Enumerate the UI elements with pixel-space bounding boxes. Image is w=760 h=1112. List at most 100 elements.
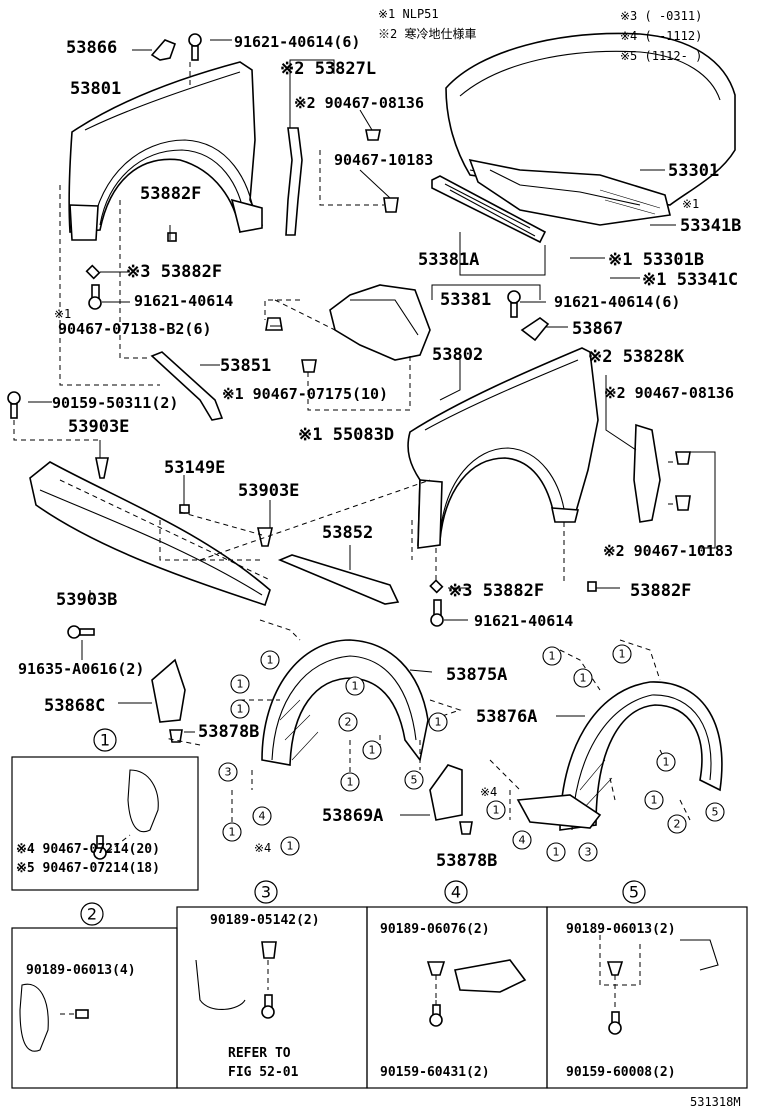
label-53341B: 53341B <box>680 216 741 236</box>
note-1: ※1 NLP51 <box>378 7 439 21</box>
bracket-53851[interactable] <box>150 351 224 421</box>
svg-text:1: 1 <box>549 650 556 663</box>
bolt-91621-left[interactable] <box>88 284 102 310</box>
part-labels: 53866 91621-40614(6) ※2 53827L 53801 ※2 … <box>16 33 741 1109</box>
detail-4-art <box>426 959 527 1027</box>
leader-lines <box>13 62 691 1010</box>
label-star1-left: ※1 <box>54 307 71 321</box>
clip-90467-07175[interactable] <box>301 359 317 373</box>
label-53852: 53852 <box>322 523 373 543</box>
label-90467-10183b: ※2 90467-10183 <box>603 542 733 560</box>
svg-text:3: 3 <box>585 846 592 859</box>
pad-53882F[interactable] <box>167 232 177 242</box>
label-53869A: 53869A <box>322 806 383 826</box>
bracket-53867[interactable] <box>520 317 550 342</box>
svg-text:1: 1 <box>237 703 244 716</box>
mudguard-53869A[interactable] <box>429 764 463 821</box>
note-5: ※5 (1112- ) <box>620 49 702 63</box>
label-90467-08136a: ※2 90467-08136 <box>294 94 424 112</box>
label-53341B-star: ※1 <box>682 197 699 211</box>
liner-53876A[interactable] <box>516 681 723 831</box>
label-53882F-c: ※3 53882F <box>448 581 544 601</box>
label-refer-1: REFER TO <box>228 1046 291 1061</box>
hood-53301[interactable] <box>445 32 736 226</box>
svg-text:1: 1 <box>435 716 442 729</box>
seal-53828K[interactable] <box>633 423 661 523</box>
detail-5-art <box>606 939 719 1035</box>
label-90467-10183a: 90467-10183 <box>334 151 433 169</box>
label-53341C: ※1 53341C <box>642 270 738 290</box>
label-53867: 53867 <box>572 319 623 339</box>
clip-90467-08136[interactable] <box>365 129 381 141</box>
label-star4-small: ※4 <box>480 785 497 799</box>
svg-text:1: 1 <box>229 826 236 839</box>
spoiler-53903B[interactable] <box>29 461 271 607</box>
svg-text:2: 2 <box>87 905 97 924</box>
label-53301: 53301 <box>668 161 719 181</box>
bolt-91635[interactable] <box>67 625 95 639</box>
label-53381A: 53381A <box>418 250 479 270</box>
pad-53149E[interactable] <box>179 504 190 514</box>
clip-90467-07138[interactable] <box>265 317 283 331</box>
svg-text:4: 4 <box>259 810 266 823</box>
clip-53878B-b[interactable] <box>459 821 473 835</box>
svg-text:5: 5 <box>712 806 719 819</box>
svg-text:2: 2 <box>674 818 681 831</box>
clip-53903E-a[interactable] <box>95 457 109 479</box>
clip-90467-10183[interactable] <box>383 197 399 213</box>
label-90467-07138: 90467-07138-B2(6) <box>58 320 212 338</box>
clip-08136-b[interactable] <box>675 451 691 465</box>
detail-3-art <box>195 941 277 1019</box>
bolt-90159-50311[interactable] <box>7 391 21 419</box>
clip-53878B-a[interactable] <box>169 729 183 743</box>
bolt-91621-right[interactable] <box>507 290 521 318</box>
pad-53882F-b[interactable] <box>85 264 101 280</box>
label-star4-b: ※4 <box>254 841 271 855</box>
detail-2-art <box>19 983 89 1052</box>
label-90189-06013-4: 90189-06013(4) <box>26 963 136 978</box>
svg-text:1: 1 <box>580 672 587 685</box>
svg-text:1: 1 <box>493 804 500 817</box>
label-90159-60431: 90159-60431(2) <box>380 1065 490 1080</box>
bracket-53852[interactable] <box>277 554 400 605</box>
label-53801: 53801 <box>70 79 121 99</box>
svg-text:1: 1 <box>287 840 294 853</box>
svg-text:1: 1 <box>352 680 359 693</box>
hood-support-53381[interactable] <box>431 175 547 244</box>
label-90467-07214-20: ※4 90467-07214(20) <box>16 842 160 857</box>
label-90467-08136b: ※2 90467-08136 <box>604 384 734 402</box>
label-91621-40614-b: 91621-40614 <box>134 292 233 310</box>
svg-text:3: 3 <box>225 766 232 779</box>
svg-text:1: 1 <box>663 756 670 769</box>
label-53875A: 53875A <box>446 665 507 685</box>
label-53827L: ※2 53827L <box>280 59 376 79</box>
bolt-91621-top[interactable] <box>188 33 202 61</box>
label-90159-60008: 90159-60008(2) <box>566 1065 676 1080</box>
note-2: ※2 寒冷地仕様車 <box>378 26 476 41</box>
fender-53802[interactable] <box>407 347 599 549</box>
svg-text:1: 1 <box>100 731 110 750</box>
figure-code: 531318M <box>690 1095 741 1109</box>
seal-53827L[interactable] <box>285 127 303 236</box>
liner-53875A[interactable] <box>261 639 429 766</box>
label-53149E: 53149E <box>164 458 225 478</box>
fender-53801[interactable] <box>68 61 264 241</box>
bracket-53866[interactable] <box>150 39 177 61</box>
label-90189-06076: 90189-06076(2) <box>380 922 490 937</box>
pad-53882F-c[interactable] <box>429 579 444 594</box>
label-53903B: 53903B <box>56 590 117 610</box>
label-90159-50311: 90159-50311(2) <box>52 394 178 412</box>
notes: ※1 NLP51 ※2 寒冷地仕様車 ※3 ( -0311) ※4 ( -111… <box>378 7 702 63</box>
cover-55083D[interactable] <box>329 284 431 361</box>
clip-10183-b[interactable] <box>675 495 691 511</box>
clip-53903E-b[interactable] <box>257 527 273 547</box>
pad-53882F-d[interactable] <box>587 581 597 592</box>
mudguard-53868C[interactable] <box>151 658 186 723</box>
label-53802: 53802 <box>432 345 483 365</box>
label-53882F-a: 53882F <box>140 184 201 204</box>
detail-1-art <box>93 769 159 860</box>
label-53878B-a: 53878B <box>198 722 259 742</box>
callouts-small: 1 1 1 1 2 1 1 3 1 5 4 1 1 1 1 1 1 1 1 5 … <box>218 644 725 862</box>
bolt-91621-lower[interactable] <box>430 599 444 627</box>
